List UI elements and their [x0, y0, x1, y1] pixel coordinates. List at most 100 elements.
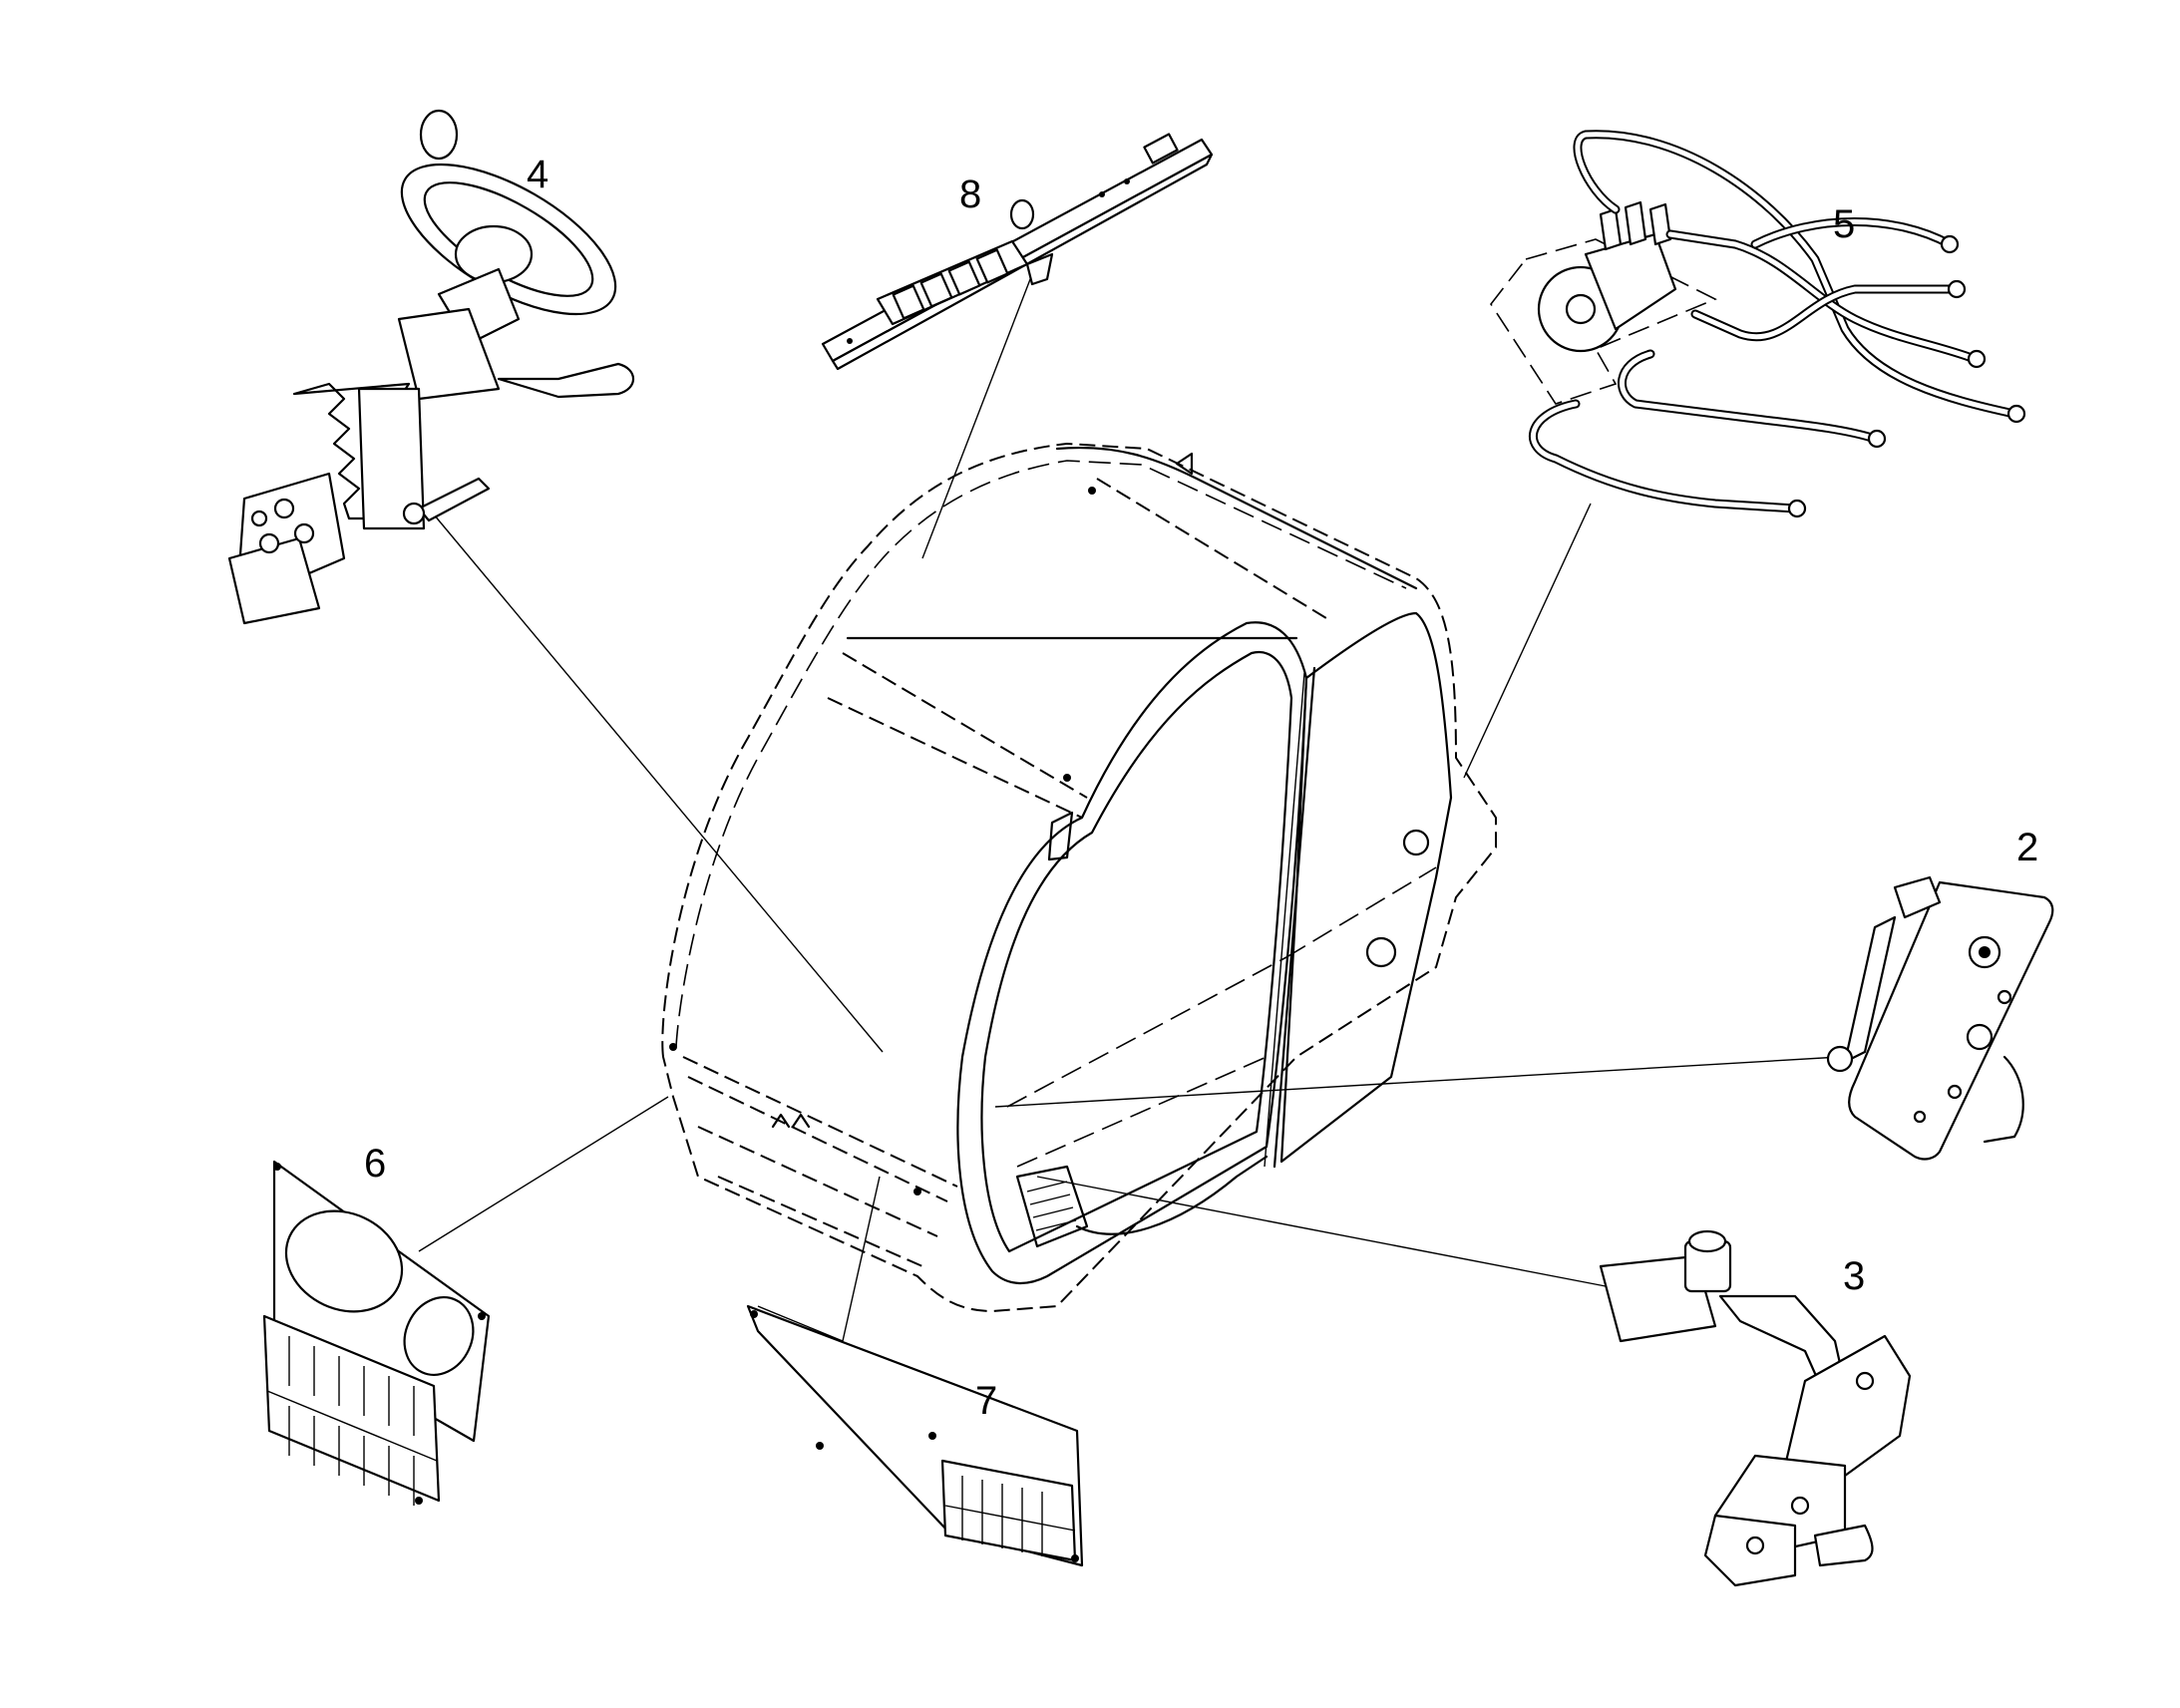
cab-front-marks: [771, 1113, 811, 1129]
dash-switches: [266, 1336, 438, 1506]
dash-panel-screw-1: [273, 1163, 281, 1171]
cab-frame: [661, 442, 1497, 1313]
hose-end-5: [1787, 499, 1807, 518]
leader-line-2: [994, 1056, 1841, 1108]
overhead-panel-cutout: [1143, 133, 1179, 165]
cab-mirror-mount: [1047, 811, 1074, 861]
steering-valve-hoses: 5: [1490, 130, 2026, 518]
overhead-hole-2: [1124, 178, 1130, 184]
cab-bolt-4: [1063, 774, 1071, 782]
cab-roof-seam-1: [842, 652, 1088, 799]
valve-fitting-3: [1648, 202, 1672, 246]
hose-4: [1618, 349, 1880, 444]
lower-panel-screw-4: [1071, 1554, 1079, 1562]
dash-panel-gauge-large: [284, 1209, 404, 1313]
hose-end-2: [1967, 349, 1987, 369]
joystick-body: [1783, 1334, 1912, 1478]
valve-fitting-2: [1624, 200, 1647, 246]
callout-label-5: 5: [1833, 202, 1855, 246]
cab-side-dashed-panel: [1006, 866, 1437, 1168]
dash-panel-screw-3: [415, 1497, 423, 1505]
cab-door-hinge-2: [1264, 672, 1305, 1168]
joystick-bolt-3: [1745, 1536, 1765, 1555]
overhead-bracket: [1025, 252, 1054, 286]
cab-bolt-1: [669, 1043, 677, 1051]
lower-panel-screw-1: [750, 1310, 758, 1318]
cab-lower-left-seam: [682, 1056, 958, 1267]
leader-line-7: [842, 1176, 881, 1342]
side-panel-arm: [1843, 915, 1897, 1064]
leader-lines: [418, 273, 1841, 1342]
callout-label-4: 4: [527, 153, 548, 196]
lower-switch-panel: 7: [746, 1304, 1084, 1567]
hose-end-1: [2006, 404, 2026, 424]
side-panel-foot: [1983, 1055, 2024, 1144]
cab-windshield-frame: [956, 621, 1308, 1284]
lower-panel-switches: [944, 1476, 1076, 1556]
side-panel-bracket: [1893, 875, 1942, 919]
steering-column-pivot: [402, 502, 426, 525]
leader-line-4: [428, 508, 884, 1053]
cab-side-port-1: [1402, 829, 1430, 856]
side-panel-hole-5: [1913, 1110, 1927, 1124]
cab-bolt-3: [1088, 487, 1096, 495]
joystick-switch-cap: [1687, 1229, 1727, 1253]
dashboard-switch-panel: 6: [262, 1142, 491, 1506]
overhead-switch-3: [947, 260, 981, 296]
leader-line-6: [418, 1096, 669, 1252]
leader-line-5: [1463, 503, 1592, 779]
joystick-bolt-2: [1790, 1496, 1810, 1516]
cab-windshield-inner: [980, 650, 1293, 1253]
hose-end-4: [1867, 429, 1887, 449]
cab-door-outline: [1279, 611, 1453, 1164]
joystick-bolt-1: [1855, 1371, 1875, 1391]
steering-wheel-knob: [419, 109, 459, 161]
overhead-switch-4: [975, 248, 1009, 284]
cab-roof-seam-2: [827, 697, 1083, 819]
callout-label-8: 8: [959, 172, 981, 216]
hose-4-inner: [1620, 351, 1878, 442]
side-panel-assembly: 2: [1826, 826, 2054, 1161]
callout-label-7: 7: [975, 1379, 997, 1423]
steering-column-tilt-handle: [417, 477, 491, 522]
joystick-guard: [1813, 1524, 1874, 1567]
orbitrol-port-3: [258, 532, 280, 554]
overhead-hole-3: [847, 338, 853, 344]
callout-label-6: 6: [364, 1142, 386, 1186]
overhead-switch-2: [919, 272, 953, 308]
cab-door-hinge: [1272, 666, 1316, 1169]
orbitrol-port-4: [250, 510, 268, 527]
hose-5-inner: [1530, 401, 1798, 512]
cab-console-outline: [1015, 1165, 1089, 1248]
cab-side-port-2: [1365, 936, 1397, 968]
side-panel-hole-3: [1947, 1084, 1963, 1100]
cab-console-swoosh: [1075, 1155, 1269, 1235]
overhead-switch-panel: 8: [821, 133, 1214, 371]
cab-roof-bracket: [1175, 452, 1194, 476]
hose-6-inner: [1752, 219, 1953, 247]
cab-bolt-2: [913, 1188, 921, 1196]
joystick-lever-assembly: 3: [1599, 1229, 1912, 1587]
side-panel-knob: [1826, 1045, 1854, 1073]
side-panel-hole-2: [1966, 1023, 1994, 1051]
overhead-hole-1: [1099, 191, 1105, 197]
cab-outer-dashed-outline: [661, 442, 1497, 1313]
steering-column-assembly: 4: [227, 109, 635, 625]
cab-console-buttons: [1026, 1181, 1077, 1231]
dash-panel-gauge-small: [403, 1296, 475, 1376]
overhead-knob: [1009, 198, 1035, 230]
dash-switch-bank: [262, 1314, 441, 1503]
side-panel-hole-4: [1997, 989, 2012, 1005]
hose-end-3: [1947, 279, 1967, 299]
leader-line-8: [921, 273, 1033, 559]
overhead-switch-1: [892, 284, 925, 320]
hose-3-inner: [1692, 286, 1958, 340]
lower-panel-screw-3: [928, 1432, 936, 1440]
callout-label-3: 3: [1843, 1254, 1865, 1298]
dash-panel-screw-2: [478, 1312, 486, 1320]
cab-roof-seam-3: [1096, 478, 1327, 619]
side-panel-hole-center: [1979, 946, 1991, 958]
hose-end-6: [1940, 234, 1960, 254]
valve-motor-center: [1565, 293, 1597, 325]
